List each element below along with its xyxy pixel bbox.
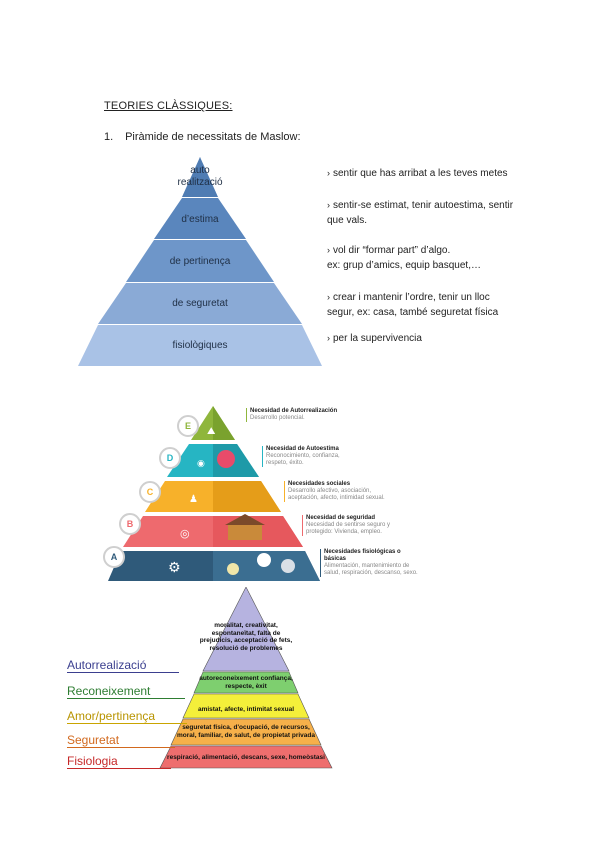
pyramid1-level-fisiologiques <box>78 325 322 366</box>
arrow-icon: › <box>327 333 330 343</box>
food-icon <box>227 563 239 575</box>
house-icon-roof <box>225 514 265 525</box>
description-4-line1: per la supervivencia <box>333 333 422 344</box>
eye-icon: ◉ <box>197 459 205 469</box>
pyramid2-title-b: Necesidad de seguridad <box>306 515 376 521</box>
pyramid1-label-0: auto realització <box>177 165 223 188</box>
arrow-icon: › <box>327 200 330 210</box>
pyramid2-sub-e: Desarrollo potencial. <box>250 415 305 421</box>
pyramid2-sub-b: Necesidad de sentirse seguro y protegido… <box>306 522 391 535</box>
pyramid2-level-e-right <box>213 406 235 440</box>
description-1-line2: que vals. <box>327 215 368 226</box>
pyramid1-level-pertinenca <box>126 240 274 282</box>
pyramid2-title-e: Necesidad de Autorrealización <box>250 408 338 414</box>
maslow-pyramid-diagram <box>78 157 322 366</box>
pyramid1-level-estima <box>154 198 246 239</box>
letter-badge-e: E <box>177 415 199 437</box>
pyramid2-title-d: Necesidad de Autoestima <box>266 446 339 452</box>
pyramid1-label-3: de seguretat <box>172 298 228 309</box>
color-pyramid-diagram <box>159 587 333 769</box>
lungs-icon <box>281 559 295 573</box>
letter-badge-a: A <box>103 546 125 568</box>
pyramid1-level-seguretat <box>98 283 302 324</box>
pyramid3-band-seguretat <box>170 718 322 746</box>
pyramid3-band-fisiologia <box>159 745 333 769</box>
pyramid2-title-c: Necesidades sociales <box>288 481 351 487</box>
description-0-line1: sentir que has arribat a les teves metes <box>333 168 508 179</box>
side-label-fisiologia: Fisiologia <box>67 754 171 769</box>
description-3-line2: segur, ex: casa, també seguretat física <box>327 307 499 318</box>
person-icon: ♟ <box>189 494 198 505</box>
description-1: ›sentir-se estimat, tenir autoestima, se… <box>327 198 527 228</box>
letter-badge-d: D <box>159 447 181 469</box>
side-label-amor: Amor/pertinença <box>67 709 187 724</box>
pyramid3-band-autorrealitzacio <box>202 587 290 672</box>
pyramid3-band-reconeixement <box>193 671 299 694</box>
illustrated-pyramid-diagram: ⚙ ◎ ♟ ◉ ⛰ <box>108 406 320 581</box>
arrow-icon: › <box>327 245 330 255</box>
list-number: 1. <box>104 131 114 143</box>
pyramid3-text-1: autoreconeixement confiança, respecte, è… <box>199 675 293 690</box>
heart-health-icon <box>257 553 271 567</box>
target-icon: ◎ <box>180 527 190 540</box>
side-label-reconeixement: Reconeixement <box>67 684 185 699</box>
pyramid2-sub-a: Alimentación, mantenimiento de salud, re… <box>324 563 418 576</box>
description-0: ›sentir que has arribat a les teves mete… <box>327 166 527 181</box>
description-2-line2: ex: grup d’amics, equip basquet,… <box>327 260 481 271</box>
side-label-seguretat: Seguretat <box>67 733 175 748</box>
letter-badge-b: B <box>119 513 141 535</box>
arrow-icon: › <box>327 168 330 178</box>
pyramid2-title-a: Necesidades fisiológicas o básicas <box>324 549 401 562</box>
pyramid1-label-4: fisiològiques <box>172 340 228 351</box>
pyramid3-text-2: amistat, afecte, intimitat sexual <box>197 706 295 713</box>
description-2: ›vol dir “formar part” d’algo. ex: grup … <box>327 243 527 273</box>
description-2-line1: vol dir “formar part” d’algo. <box>333 245 451 256</box>
pyramid3-text-4: respiració, alimentació, descans, sexe, … <box>167 754 325 761</box>
side-label-autorrealitzacio: Autorrealizació <box>67 658 179 673</box>
pyramid1-level-autorealitzacio-body <box>182 157 218 197</box>
pyramid2-sub-c: Desarrollo afectivo, asociación, aceptac… <box>288 488 385 501</box>
list-item-title: Piràmide de necessitats de Maslow: <box>125 131 301 143</box>
ladder-icon: ⛰ <box>207 426 216 437</box>
heart-icon <box>217 450 235 468</box>
description-3-line1: crear i mantenir l’ordre, tenir un lloc <box>333 292 490 303</box>
house-icon-body <box>228 524 262 540</box>
arrow-icon: › <box>327 292 330 302</box>
gear-icon: ⚙ <box>168 560 181 576</box>
description-3: ›crear i mantenir l’ordre, tenir un lloc… <box>327 290 527 320</box>
list-item-maslow: 1. Piràmide de necessitats de Maslow: <box>104 131 301 143</box>
pyramid1-label-2: de pertinença <box>169 256 231 267</box>
pyramid2-level-c-right <box>213 481 281 512</box>
letter-badge-c: C <box>139 481 161 503</box>
pyramid3-text-3: seguretat física, d'ocupació, de recurso… <box>177 724 315 739</box>
pyramid2-sub-d: Reconocimiento, confianza, respeto, éxit… <box>266 453 340 466</box>
pyramid3-band-amor <box>182 693 310 719</box>
section-heading: TEORIES CLÀSSIQUES: <box>104 100 233 112</box>
description-1-line1: sentir-se estimat, tenir autoestima, sen… <box>333 200 514 211</box>
pyramid1-label-1: d’estima <box>181 214 219 225</box>
description-4: ›per la supervivencia <box>327 331 527 346</box>
pyramid3-text-0: moralitat, creativitat, espontaneïtat, f… <box>199 622 293 652</box>
